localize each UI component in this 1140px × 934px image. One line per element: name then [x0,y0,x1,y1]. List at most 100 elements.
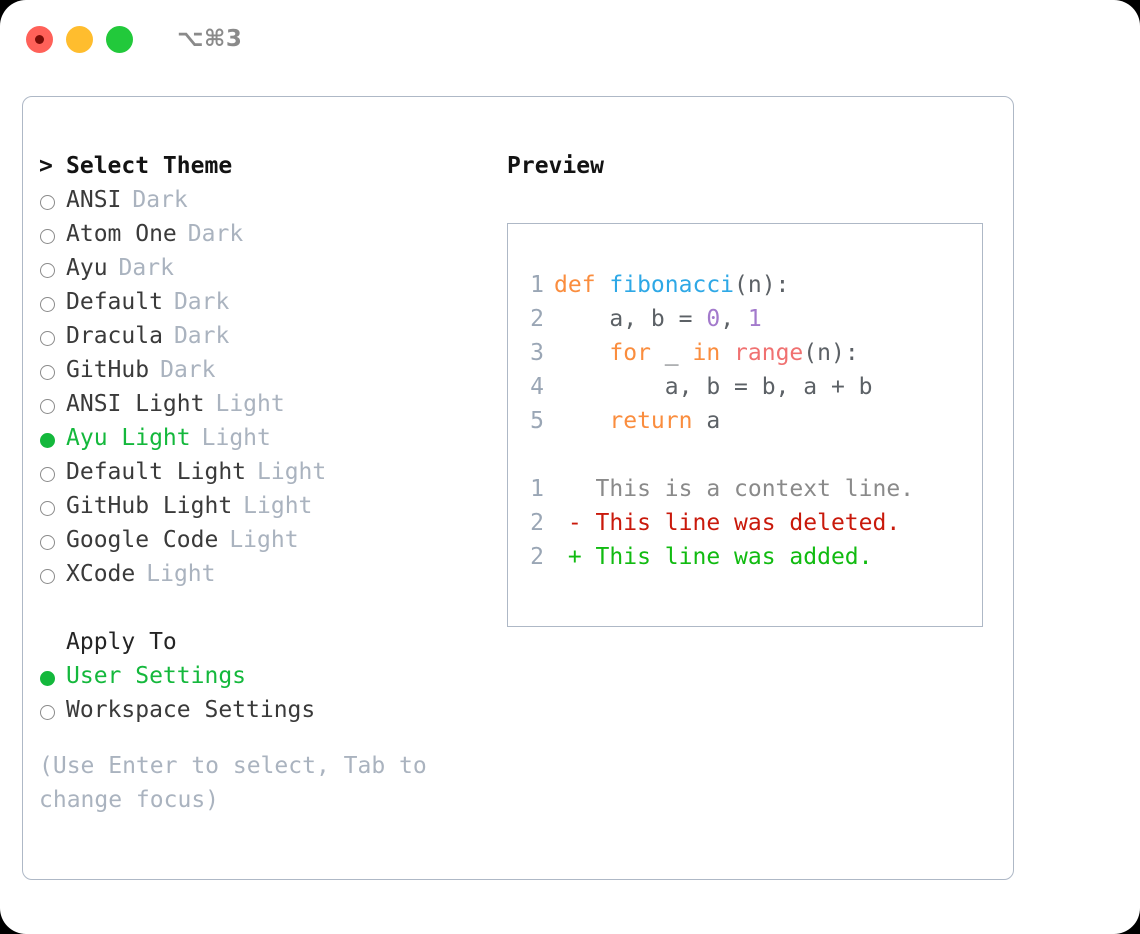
diff-line-content: - This line was deleted. [554,510,901,536]
code-line-content: for _ in range(n): [554,336,859,370]
minimize-button-icon[interactable] [66,25,93,53]
theme-list-item[interactable]: Ayu Light Light [39,421,501,455]
traffic-light-buttons [26,25,133,53]
code-token: (n): [803,340,859,366]
diff-line-number: 1 [530,476,544,502]
theme-name: GitHub [66,357,150,383]
theme-list-item[interactable]: ANSI Light Light [39,387,501,421]
keyboard-hint: (Use Enter to select, Tab to change focu… [39,749,459,817]
apply-to-option-label: User Settings [66,663,247,689]
apply-to-option[interactable]: Workspace Settings [39,693,501,727]
window-titlebar: ⌥⌘3 [0,0,1140,78]
code-token [554,408,609,434]
code-token [720,340,734,366]
theme-list-item[interactable]: Atom One Dark [39,217,501,251]
code-line-content: def fibonacci(n): [554,268,789,302]
code-token: _ [650,340,693,366]
theme-name: Ayu [66,255,108,281]
theme-variant-badge: Light [215,391,285,417]
code-line: 1 def fibonacci(n): [508,268,982,302]
code-token: in [692,340,721,366]
code-line: 4 a, b = b, a + b [508,370,982,404]
theme-variant-badge: Dark [118,255,174,281]
apply-to-header-label: Apply To [66,629,177,655]
maximize-button-icon[interactable] [106,25,133,53]
theme-variant-badge: Light [243,493,313,519]
code-line-number: 4 [530,374,544,400]
code-line-number: 2 [530,306,544,332]
code-token [554,340,609,366]
code-token: 0 [706,306,721,332]
diff-line-content: This is a context line. [554,476,915,502]
code-token: , [720,306,748,332]
theme-name: XCode [66,561,136,587]
code-token: range [734,340,804,366]
theme-variant-badge: Dark [173,289,230,315]
diff-sample: 1 This is a context line. 2 - This line w… [508,472,982,574]
theme-variant-badge: Light [257,459,327,485]
theme-name: Default Light [66,459,247,485]
diff-line: 1 This is a context line. [508,472,982,506]
code-line-content: return a [554,404,720,438]
code-token: return [609,408,693,434]
theme-variant-badge: Dark [132,187,188,213]
apply-to-option[interactable]: User Settings [39,659,501,693]
keyboard-hint-line-1: (Use Enter to select, Tab to [39,753,427,779]
code-line: 2 a, b = 0, 1 [508,302,982,336]
theme-list-item[interactable]: GitHub Dark [39,353,501,387]
code-token: a, b = b, a + b [554,374,873,400]
code-token: def [554,272,610,298]
theme-name: Default [66,289,163,315]
code-token: 1 [747,306,762,332]
theme-name: Google Code [66,527,219,553]
diff-line-content: + This line was added. [554,544,873,570]
theme-variant-badge: Dark [187,221,244,247]
recording-indicator-icon [35,34,44,44]
theme-name: GitHub Light [66,493,233,519]
theme-variant-badge: Light [146,561,216,587]
code-line: 3 for _ in range(n): [508,336,982,370]
theme-variant-badge: Light [201,425,271,451]
theme-list-item[interactable]: GitHub Light Light [39,489,501,523]
apply-to-header: Apply To [39,625,501,659]
preview-title: Preview [507,153,604,179]
code-token: a [692,408,721,434]
theme-list-item[interactable]: Default Light Light [39,455,501,489]
code-line: 5 return a [508,404,982,438]
code-line-content: a, b = 0, 1 [554,302,762,336]
code-line-content: a, b = b, a + b [554,370,873,404]
code-token: for [609,340,651,366]
close-button-icon[interactable] [26,25,53,53]
code-line-number: 5 [530,408,544,434]
theme-list-item[interactable]: Default Dark [39,285,501,319]
theme-list-item[interactable]: XCode Light [39,557,501,591]
code-token: fibonacci [609,272,735,298]
theme-variant-badge: Dark [160,357,216,383]
theme-list-item[interactable]: Ayu Dark [39,251,501,285]
theme-name: Ayu Light [66,425,191,451]
code-token: a, b = [554,306,707,332]
theme-name: Atom One [66,221,177,247]
select-theme-header-label: Select Theme [66,153,233,179]
code-blank-line [508,438,982,472]
code-line-number: 3 [530,340,544,366]
diff-line-number: 2 [530,544,544,570]
keyboard-hint-line-2: change focus) [39,787,220,813]
diff-line-number: 2 [530,510,544,536]
apply-to-option-label: Workspace Settings [66,697,316,723]
theme-name: ANSI Light [66,391,205,417]
theme-variant-badge: Dark [173,323,230,349]
diff-line: 2 + This line was added. [508,540,982,574]
code-line-number: 1 [530,272,544,298]
code-token: (n): [734,272,790,298]
